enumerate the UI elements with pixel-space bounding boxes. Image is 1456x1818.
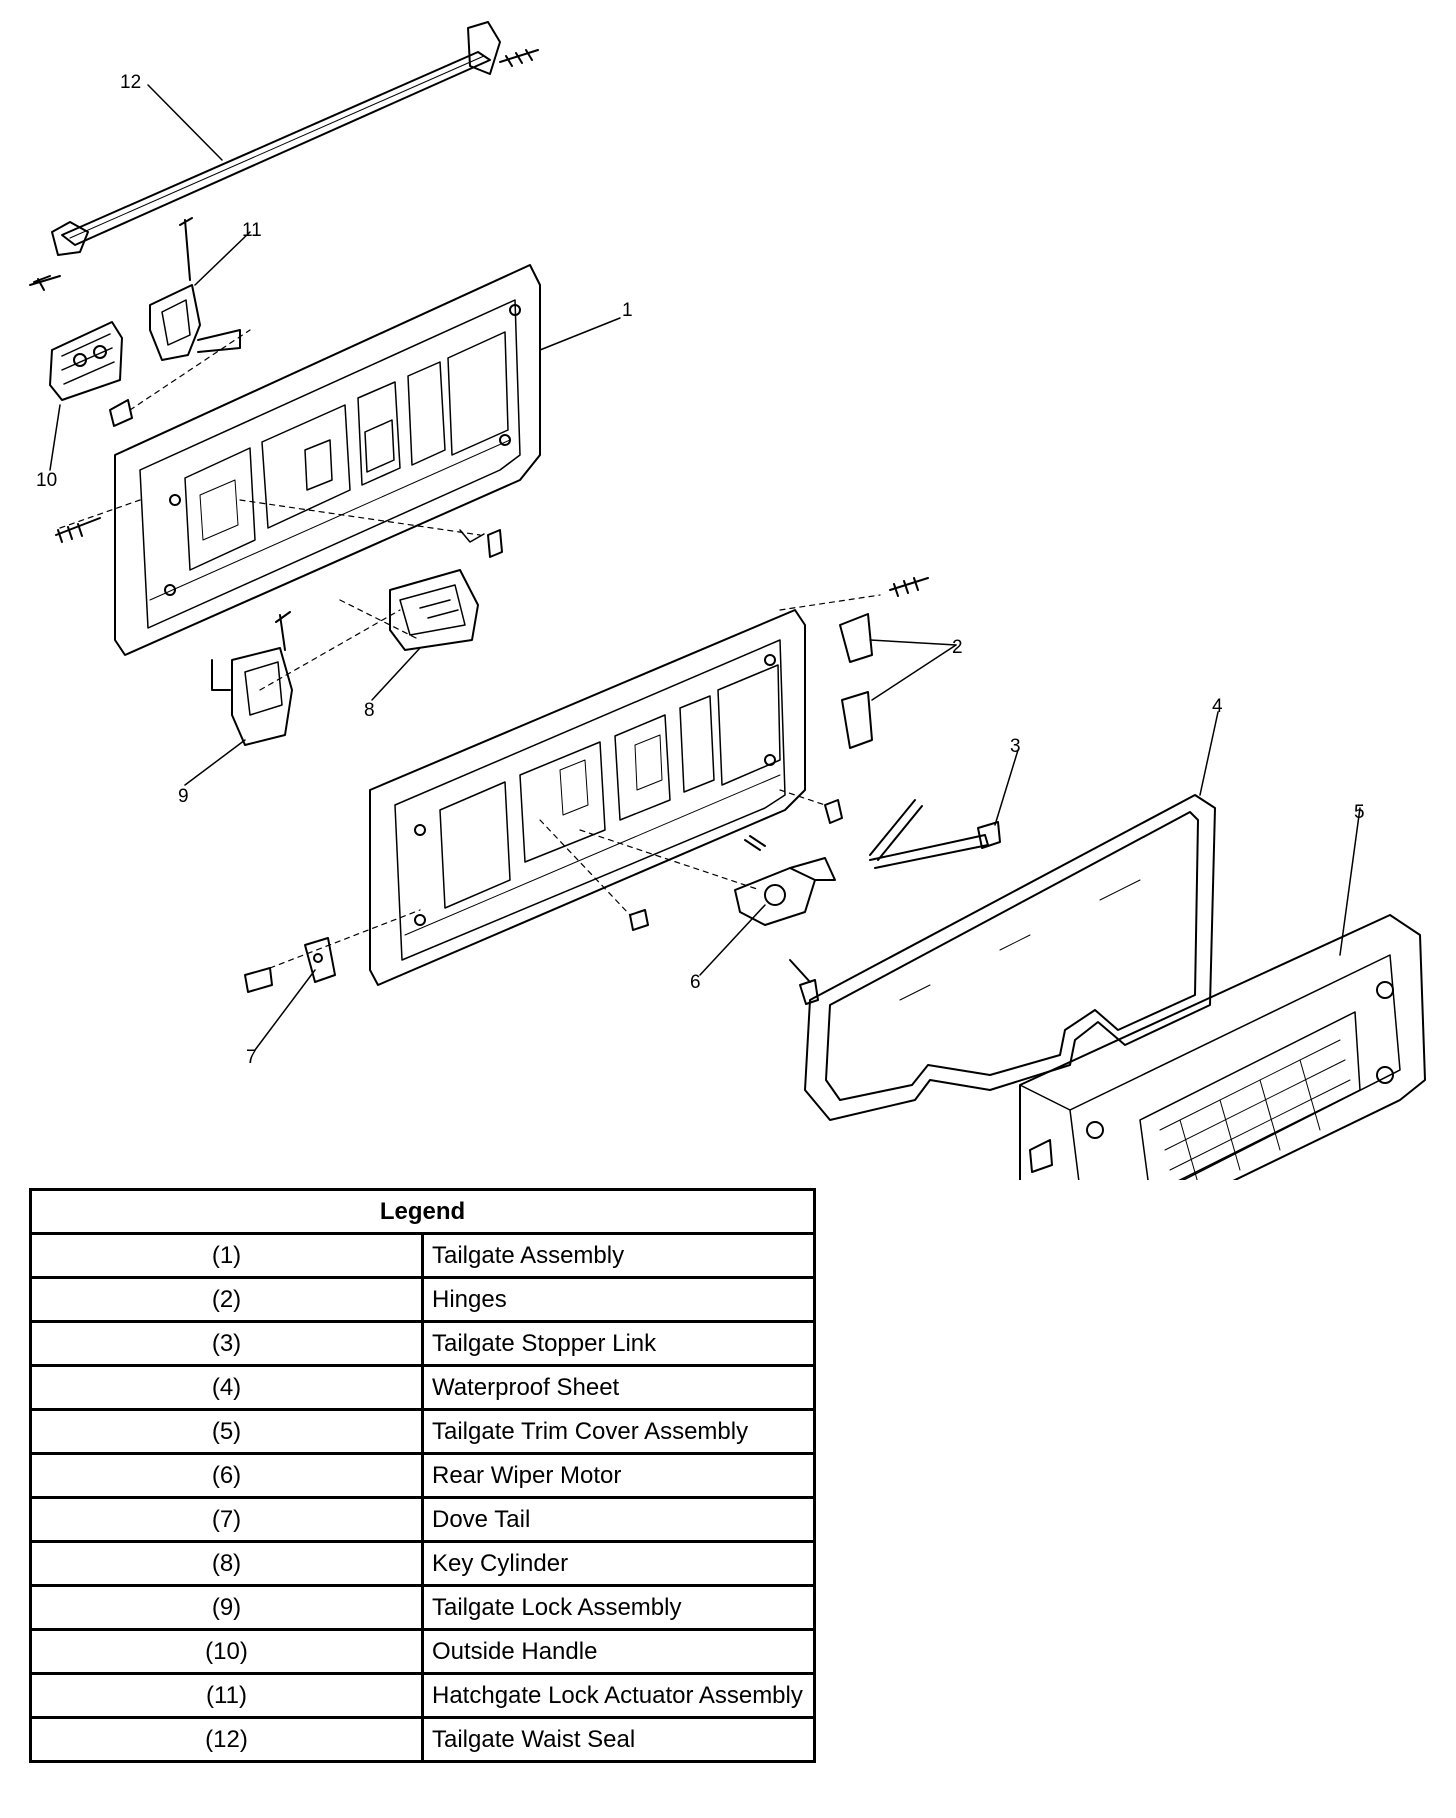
legend-number: (3): [29, 1320, 424, 1367]
tailgate-waist-seal: [29, 21, 539, 291]
waterproof-sheet: [804, 794, 1216, 1121]
legend-number: (5): [29, 1408, 424, 1455]
legend-row: (2) Hinges: [29, 1276, 816, 1323]
legend-description: Hinges: [421, 1276, 816, 1323]
legend-description: Hatchgate Lock Actuator Assembly: [421, 1672, 816, 1719]
legend-description: Dove Tail: [421, 1496, 816, 1543]
legend-row: (12) Tailgate Waist Seal: [29, 1716, 816, 1763]
callout-7: 7: [246, 1047, 257, 1068]
legend-header-row: Legend: [29, 1188, 816, 1235]
legend-number: (7): [29, 1496, 424, 1543]
legend-row: (11) Hatchgate Lock Actuator Assembly: [29, 1672, 816, 1719]
callout-2: 2: [952, 637, 963, 658]
legend-row: (9) Tailgate Lock Assembly: [29, 1584, 816, 1631]
outside-handle: [49, 321, 133, 543]
legend-number: (4): [29, 1364, 424, 1411]
legend-description: Tailgate Trim Cover Assembly: [421, 1408, 816, 1455]
legend-title: Legend: [29, 1188, 816, 1235]
legend-row: (1) Tailgate Assembly: [29, 1232, 816, 1279]
legend-number: (8): [29, 1540, 424, 1587]
legend-row: (6) Rear Wiper Motor: [29, 1452, 816, 1499]
legend-description: Tailgate Assembly: [421, 1232, 816, 1279]
tailgate-stopper-link: [869, 799, 1001, 869]
legend-row: (8) Key Cylinder: [29, 1540, 816, 1587]
legend-row: (5) Tailgate Trim Cover Assembly: [29, 1408, 816, 1455]
callout-12: 12: [120, 72, 141, 93]
legend-number: (6): [29, 1452, 424, 1499]
legend-number: (1): [29, 1232, 424, 1279]
tailgate-assembly: [114, 264, 541, 656]
callout-1: 1: [622, 300, 633, 321]
legend-row: (4) Waterproof Sheet: [29, 1364, 816, 1411]
exploded-view-diagram: 12 11 1 10 2 3 4 5 6 7 8 9: [29, 21, 1426, 1180]
callout-4: 4: [1212, 696, 1223, 717]
legend-description: Tailgate Waist Seal: [421, 1716, 816, 1763]
hinges: [839, 577, 929, 749]
key-cylinder: [389, 569, 479, 651]
legend-description: Rear Wiper Motor: [421, 1452, 816, 1499]
hatchgate-lock-actuator: [149, 217, 241, 361]
legend-description: Outside Handle: [421, 1628, 816, 1675]
legend-description: Tailgate Lock Assembly: [421, 1584, 816, 1631]
tailgate-inner-panel: [369, 609, 843, 986]
legend-row: (7) Dove Tail: [29, 1496, 816, 1543]
legend-number: (2): [29, 1276, 424, 1323]
rear-wiper-motor: [734, 835, 836, 1005]
callout-9: 9: [178, 786, 189, 807]
legend-description: Key Cylinder: [421, 1540, 816, 1587]
dove-tail: [244, 937, 336, 993]
legend-number: (9): [29, 1584, 424, 1631]
legend-description: Waterproof Sheet: [421, 1364, 816, 1411]
legend-number: (12): [29, 1716, 424, 1763]
legend-description: Tailgate Stopper Link: [421, 1320, 816, 1367]
tailgate-trim-cover: [1019, 914, 1426, 1180]
callout-6: 6: [690, 972, 701, 993]
legend-number: (10): [29, 1628, 424, 1675]
legend-row: (10) Outside Handle: [29, 1628, 816, 1675]
tailgate-lock-assembly: [211, 611, 293, 746]
callout-8: 8: [364, 700, 375, 721]
legend-number: (11): [29, 1672, 424, 1719]
legend-table: Legend (1) Tailgate Assembly (2) Hinges …: [29, 1188, 816, 1763]
callout-10: 10: [36, 470, 57, 491]
legend-row: (3) Tailgate Stopper Link: [29, 1320, 816, 1367]
callout-5: 5: [1354, 802, 1365, 823]
callout-11: 11: [242, 220, 262, 241]
callout-3: 3: [1010, 736, 1021, 757]
